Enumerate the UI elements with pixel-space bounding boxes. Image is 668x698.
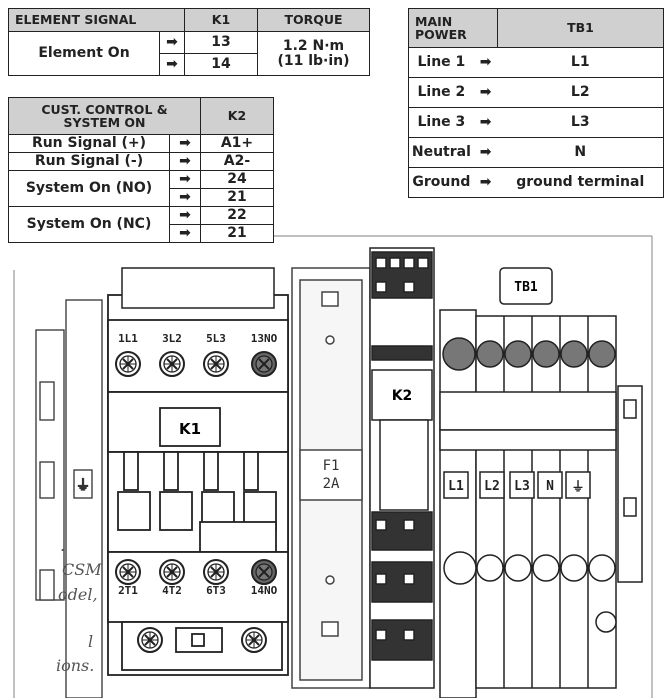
terminal-value: 14 [184,53,258,76]
arrow-icon: ➡ [169,134,201,153]
terminal-value: L1 [497,47,664,78]
terminal-label: 13NO [251,332,278,345]
k2-label: K2 [392,388,413,404]
row-label: System On (NC) [8,206,170,243]
terminal-label: 3L2 [162,332,182,345]
terminal-label: 14NO [251,584,278,597]
row-label: Line 3 [407,107,474,138]
arrow-icon: ➡ [473,137,498,168]
table-header: TB1 [497,8,664,48]
terminal-value: L3 [497,107,664,138]
arrow-icon: ➡ [473,77,498,108]
table-header: K1 [184,8,258,32]
row-label: Run Signal (-) [8,152,170,171]
svg-text:F1: F1 [323,458,340,474]
terminal-value: A1+ [200,134,274,153]
terminal-label: 1L1 [118,332,138,345]
torque-value: 1.2 N·m (11 lb·in) [257,31,370,76]
arrow-icon: ➡ [159,53,185,76]
arrow-icon: ➡ [473,167,498,198]
contactor-k1 [107,267,289,676]
enclosure-outline [13,235,653,698]
table-header: K2 [200,97,274,135]
table-header: TORQUE [257,8,370,32]
tb1-terminal-label: L2 [484,479,500,494]
left-end-bracket: ⏚ [35,299,103,698]
tb1-terminal-label: L3 [514,479,530,494]
terminal-value: ground terminal [497,167,664,198]
terminal-value: 24 [200,170,274,189]
tb1-terminal-label: L1 [448,479,464,494]
terminal-label: 5L3 [206,332,226,345]
fuse-holder-f1 [291,267,371,689]
customer-control-table: CUST. CONTROL & SYSTEM ON K2 Run Signal … [8,97,274,243]
header-line: SYSTEM ON [63,115,146,130]
svg-text:⏚: ⏚ [76,477,90,493]
arrow-icon: ➡ [169,152,201,171]
header-line: CUST. CONTROL & [41,101,168,117]
terminal-value: N [497,137,664,168]
terminal-label: 6T3 [206,584,226,597]
cutoff-note-line: ions. [56,656,95,675]
cutoff-note-line: CSM [62,560,102,579]
k1-top-terminal-labels: 1L1 3L2 5L3 13NO 2T1 4T2 6T3 14NO [118,332,278,597]
terminal-block-tb1 [439,267,643,698]
element-signal-table: ELEMENT SIGNAL K1 TORQUE Element On ➡ 13… [8,8,370,76]
terminal-value: 13 [184,31,258,54]
terminal-value: 21 [200,188,274,207]
terminal-label: 4T2 [162,584,182,597]
svg-text:2A: 2A [323,476,340,492]
relay-k2 [369,247,435,689]
cutoff-note-line: l [88,632,94,651]
fuse-label: F1 2A [323,458,340,492]
torque-line: 1.2 N·m [282,37,345,54]
arrow-icon: ➡ [473,107,498,138]
row-label: Run Signal (+) [8,134,170,153]
tb1-terminal-label: N [546,479,554,494]
arrow-icon: ➡ [159,31,185,54]
row-label: Line 2 [407,77,474,108]
torque-line: (11 lb·in) [277,52,350,69]
tb1-label: TB1 [514,280,538,295]
cutoff-note-line: . [60,536,66,555]
terminal-label: 2T1 [118,584,138,597]
row-label: Ground [407,167,474,198]
arrow-icon: ➡ [169,170,201,189]
row-label: Line 1 [407,47,474,78]
arrow-icon: ➡ [169,188,201,207]
terminal-value: A2- [200,152,274,171]
table-header: ELEMENT SIGNAL [8,8,185,32]
row-label: Neutral [407,137,474,168]
arrow-icon: ➡ [169,224,201,243]
row-label: Element On [8,31,160,76]
main-power-table: MAIN POWER TB1 Line 1 ➡ L1 Line 2 ➡ L2 L… [407,8,664,198]
header-line: POWER [415,27,467,42]
terminal-value: 22 [200,206,274,225]
table-header: CUST. CONTROL & SYSTEM ON [8,97,201,135]
tb1-terminal-labels: L1 L2 L3 N ⏚ [448,479,584,495]
ground-icon: ⏚ [571,480,584,495]
header-line: MAIN [415,13,453,29]
k1-label: K1 [179,420,201,438]
table-header: MAIN POWER [408,8,498,48]
cutoff-note-line: odel, [58,585,98,604]
terminal-value: 21 [200,224,274,243]
arrow-icon: ➡ [473,47,498,78]
row-label: System On (NO) [8,170,170,207]
arrow-icon: ➡ [169,206,201,225]
terminal-value: L2 [497,77,664,108]
